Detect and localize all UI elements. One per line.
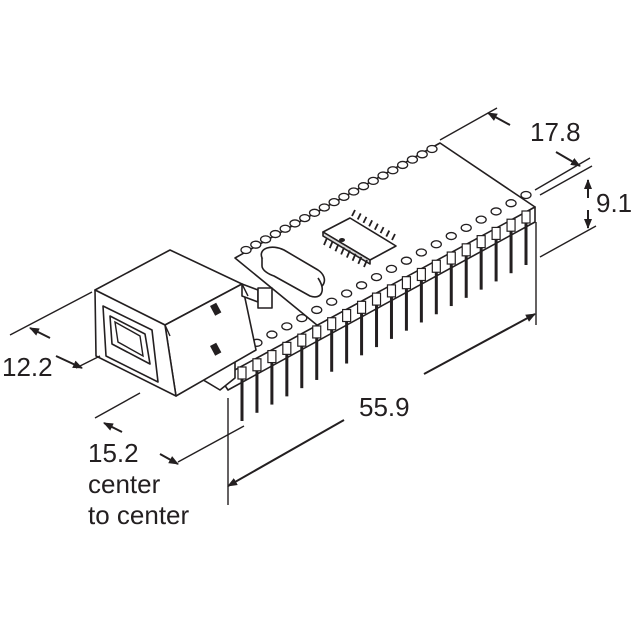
pin-pad <box>475 215 487 224</box>
pin-pad <box>240 245 252 255</box>
pin-collar <box>267 349 277 364</box>
pin-collar <box>431 259 441 273</box>
pin-pad <box>490 207 502 216</box>
pin-collar <box>401 276 412 290</box>
pin-spacing-note-line2: to center <box>88 500 190 530</box>
pin-pad <box>460 223 472 232</box>
pin-pad <box>430 240 442 249</box>
pin-collar <box>491 226 501 241</box>
pin-collar <box>237 366 247 380</box>
pin-collar <box>386 284 397 298</box>
pin-pad <box>357 182 370 191</box>
pin-collar <box>342 308 352 323</box>
pin-pad <box>266 330 278 339</box>
pin-pad <box>296 314 308 323</box>
chip-dot-icon <box>339 238 345 242</box>
pin-pad <box>348 187 360 196</box>
dimension-lines <box>9 107 597 505</box>
pin-pad <box>370 272 383 282</box>
pin-collar <box>446 251 456 265</box>
pin-pad <box>355 281 368 290</box>
width-dimension-label: 17.8 <box>530 117 581 147</box>
pin-pad <box>259 235 272 244</box>
pin-collar <box>327 317 337 331</box>
pin-pad <box>326 297 338 306</box>
pin-collar <box>371 292 382 306</box>
pin-pad <box>385 264 398 274</box>
pin-collar <box>282 341 292 355</box>
pin-pad <box>426 144 438 154</box>
usb-height-dimension-label: 12.2 <box>2 352 53 382</box>
pin-pad <box>445 231 457 241</box>
pin-pad <box>250 240 262 249</box>
length-dimension-label: 55.9 <box>359 392 410 422</box>
pin-pad <box>505 199 517 208</box>
crystal-oscillator <box>260 246 326 298</box>
pin-pad <box>308 208 321 217</box>
pin-pad <box>281 322 293 331</box>
height-dimension-label: 9.1 <box>596 188 632 218</box>
pin-collar <box>461 243 471 257</box>
pin-pad <box>311 305 323 315</box>
pin-collar <box>476 235 486 249</box>
pin-collar <box>521 210 531 224</box>
pin-pad <box>340 289 353 298</box>
tqfp-chip <box>322 209 397 268</box>
pin-pad <box>387 166 399 175</box>
pin-pad <box>367 176 379 186</box>
pin-pad <box>396 160 409 170</box>
pin-pad <box>377 171 389 180</box>
top-pin-row <box>240 144 438 255</box>
pin-pad <box>318 203 330 212</box>
pin-collar <box>506 218 516 232</box>
pin-collar <box>312 325 322 339</box>
pin-pad <box>279 224 291 233</box>
pin-collar <box>356 300 367 314</box>
pin-collar <box>252 358 262 372</box>
usb-b-connector <box>94 249 273 397</box>
pin-pad <box>400 256 413 265</box>
pin-spacing-note-line1: center <box>88 469 161 499</box>
pin-collar <box>297 333 307 347</box>
pin-pad <box>289 219 301 228</box>
pin-pad <box>299 213 311 223</box>
pin-spacing-dimension-label: 15.2 <box>88 438 139 468</box>
pin-pad <box>415 248 428 257</box>
pin-pad <box>520 190 532 200</box>
pin-collar <box>416 267 426 282</box>
pin-pad <box>269 229 282 239</box>
pin-pad <box>406 155 419 164</box>
pin-pad <box>338 192 350 201</box>
pin-pad <box>416 150 428 159</box>
pin-pad <box>328 198 340 207</box>
front-pin-row <box>236 190 532 421</box>
